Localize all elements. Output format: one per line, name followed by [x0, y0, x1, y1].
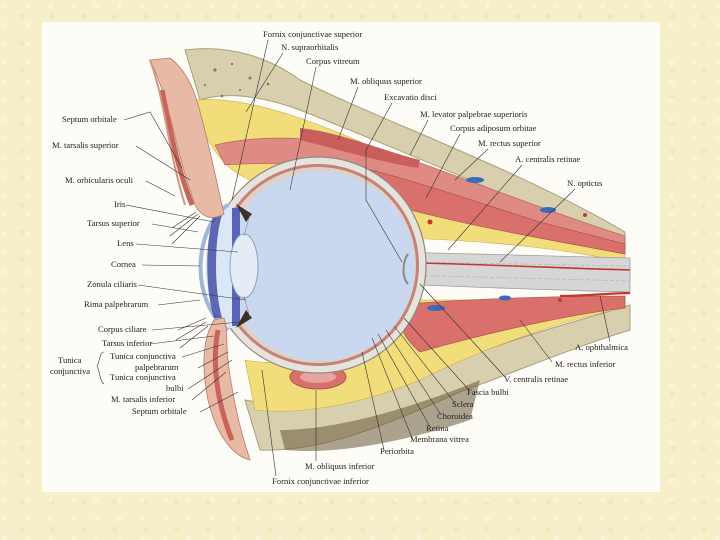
tunica-brace — [96, 351, 105, 385]
central-retinal-artery — [419, 262, 631, 271]
label-m-orbicularis-oculi: M. orbicularis oculi — [65, 175, 134, 185]
leader-lines — [123, 39, 611, 477]
label-n-opticus: N. opticus — [567, 178, 603, 188]
label-tunica-conj-palp-2: palpebrarum — [135, 362, 179, 372]
label-m-tarsalis-inferior: M. tarsalis inferior — [111, 394, 175, 404]
label-fascia-bulbi: Fascia bulbi — [467, 387, 509, 397]
labels: Fornix conjunctivae superior N. supraorb… — [50, 29, 628, 486]
label-rima-palpebrarum: Rima palpebrarum — [84, 299, 149, 309]
label-corpus-ciliare: Corpus ciliare — [98, 324, 147, 334]
label-m-tarsalis-superior: M. tarsalis superior — [52, 140, 119, 150]
label-conjunctiva: conjunctiva — [50, 366, 90, 376]
label-membrana-vitrea: Membrana vitrea — [410, 434, 469, 444]
label-m-levator: M. levator palpebrae superioris — [420, 109, 528, 119]
inferior-rectus-muscle — [394, 295, 626, 353]
bone-texture — [203, 62, 270, 98]
anatomy-illustration — [149, 48, 631, 461]
label-m-rectus-superior: M. rectus superior — [478, 138, 541, 148]
label-choroidea: Choroidea — [437, 411, 473, 421]
optic-nerve — [394, 251, 631, 293]
label-septum-orbitale-bottom: Septum orbitale — [132, 406, 187, 416]
label-tarsus-inferior: Tarsus inferior — [102, 338, 152, 348]
label-iris: Iris — [114, 199, 126, 209]
inferior-oblique-inner — [300, 371, 336, 383]
label-periorbita: Periorbita — [380, 446, 414, 456]
label-lens: Lens — [117, 238, 134, 248]
upper-skin — [149, 59, 186, 206]
label-corpus-vitreum: Corpus vitreum — [306, 56, 360, 66]
label-m-rectus-inferior: M. rectus inferior — [555, 359, 616, 369]
label-sclera: Sclera — [452, 399, 474, 409]
upper-eyelid-muscle — [159, 89, 195, 206]
label-excavatio-disci: Excavatio disci — [384, 92, 437, 102]
label-tunica-conj-palp-1: Tunica conjunctiva — [110, 351, 176, 361]
label-retina: Retina — [426, 423, 449, 433]
label-cornea: Cornea — [111, 259, 136, 269]
optic-nerve-sheath-lines — [399, 261, 631, 282]
lower-eyelid-muscle — [212, 329, 235, 441]
label-m-obliquus-inferior: M. obliquus inferior — [305, 461, 375, 471]
label-fornix-inferior: Fornix conjunctivae inferior — [272, 476, 369, 486]
lens — [229, 233, 259, 299]
label-tarsus-superior: Tarsus superior — [87, 218, 140, 228]
vitreous-body — [225, 171, 415, 361]
label-v-centralis-retinae: V. centralis retinae — [504, 374, 568, 384]
label-m-obliquus-superior: M. obliquus superior — [350, 76, 422, 86]
label-a-centralis-retinae: A. centralis retinae — [515, 154, 580, 164]
label-zonula-ciliaris: Zonula ciliaris — [87, 279, 138, 289]
superior-oblique-muscle — [300, 128, 420, 168]
label-a-ophthalmica: A. ophthalmica — [575, 342, 628, 352]
label-septum-orbitale-top: Septum orbitale — [62, 114, 117, 124]
label-tunica: Tunica — [58, 355, 82, 365]
ophthalmic-artery — [559, 291, 631, 298]
label-tunica-conj-bulbi-2: bulbi — [166, 383, 184, 393]
label-tunica-conj-bulbi-1: Tunica conjunctiva — [110, 372, 176, 382]
maxillary-dark-region — [280, 380, 480, 451]
upper-eyelid — [149, 57, 225, 218]
label-n-supraorbitalis: N. supraorbitalis — [281, 42, 339, 52]
label-fornix-superior: Fornix conjunctivae superior — [263, 29, 362, 39]
optic-disc — [402, 253, 409, 285]
label-corpus-adiposum: Corpus adiposum orbitae — [450, 123, 537, 133]
iris-dark-band — [207, 215, 222, 318]
